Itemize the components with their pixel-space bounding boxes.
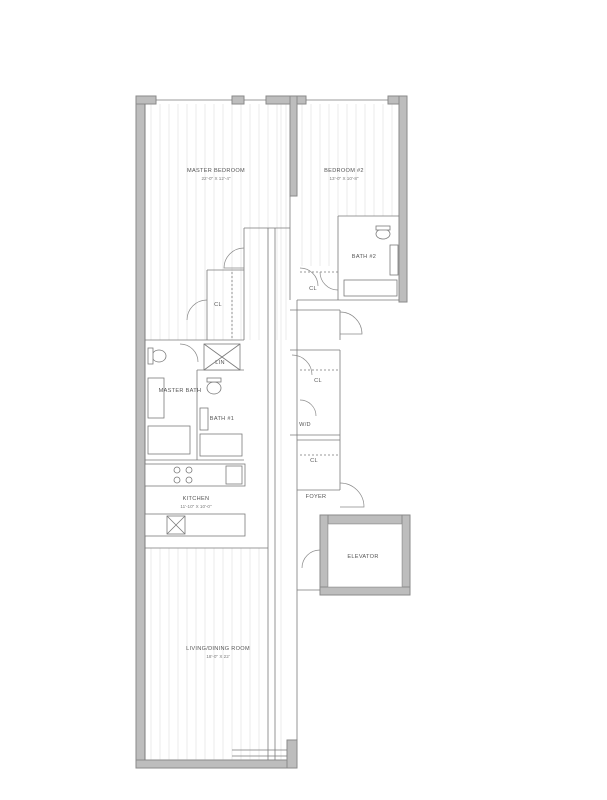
master-bedroom-dims: 22'-0" X 12'-4" [201, 176, 230, 181]
bath1-label: BATH #1 [210, 416, 234, 422]
living-dining-dims: 18'-0" X 22' [206, 654, 229, 659]
closet-rods [231, 271, 338, 456]
master-bath-fixtures [147, 343, 241, 455]
kitchen-fixtures [144, 463, 268, 549]
bedroom2-dims: 13'-0" X 10'-8" [329, 176, 358, 181]
door-swings [179, 247, 365, 569]
wall-north-2 [231, 95, 245, 105]
interior-walls [144, 104, 399, 760]
wall-south [135, 759, 297, 769]
bedroom2-label: BEDROOM #2 [324, 168, 364, 174]
foyer-label: FOYER [306, 494, 327, 500]
wall-bedroom-divider [289, 95, 298, 197]
bath2-label: BATH #2 [352, 254, 376, 260]
wall-north-1 [135, 95, 157, 105]
wall-south-east [286, 739, 298, 769]
kitchen-label: KITCHEN [183, 496, 210, 502]
bath2-fixtures [343, 225, 399, 297]
wall-east-upper [398, 95, 408, 303]
kitchen-dims: 11'-10" X 10'-0" [180, 504, 212, 509]
bath1-fixtures [199, 377, 243, 457]
washer-dryer-label: W/D [299, 422, 311, 428]
windows [156, 99, 388, 757]
elevator-label: ELEVATOR [347, 554, 378, 560]
closet-foyer-label: CL [310, 458, 318, 464]
wall-north-3 [265, 95, 307, 105]
room-labels: MASTER BEDROOM 22'-0" X 12'-4" BEDROOM #… [159, 168, 379, 659]
closet-master-label: CL [214, 302, 222, 308]
wall-west [135, 95, 146, 769]
elevator-shaft [319, 514, 411, 596]
living-dining-label: LIVING/DINING ROOM [186, 646, 250, 652]
master-bath-label: MASTER BATH [159, 388, 202, 394]
closet-hall-label: CL [314, 378, 322, 384]
closet-bedroom2-label: CL [309, 286, 317, 292]
master-bedroom-label: MASTER BEDROOM [187, 168, 245, 174]
linen-closet-label: LIN [215, 360, 225, 366]
